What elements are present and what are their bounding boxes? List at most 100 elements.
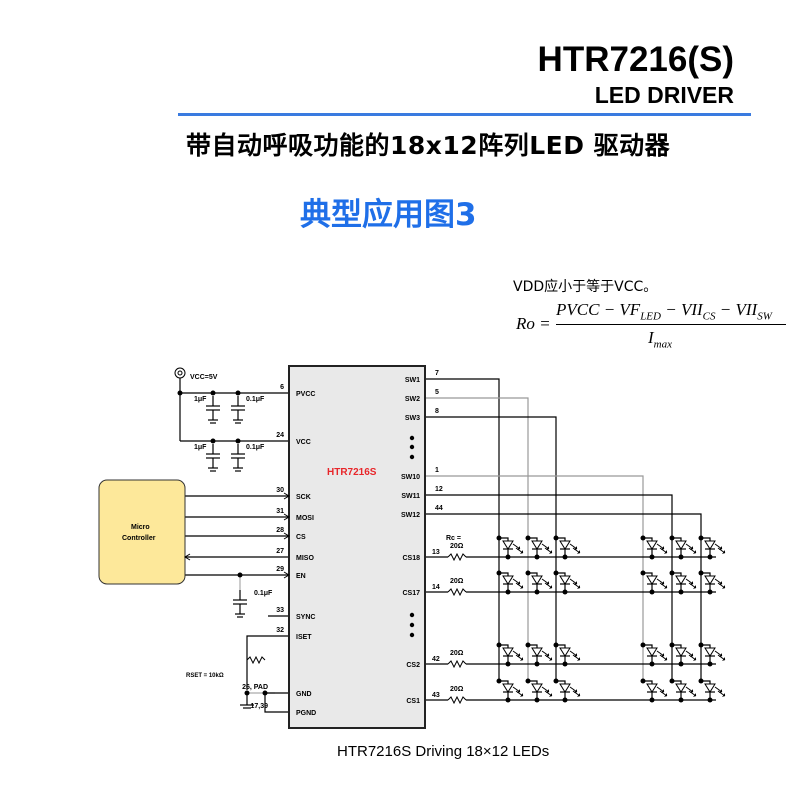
arrow-icon xyxy=(283,571,290,579)
pin-number: 28 xyxy=(276,527,284,534)
pin-label-en: EN xyxy=(296,573,306,580)
led-icon xyxy=(531,683,543,693)
wire xyxy=(499,572,509,576)
junction-dot xyxy=(669,642,675,648)
resistor-value-label: 20Ω xyxy=(450,543,464,550)
arrow-head xyxy=(664,585,667,589)
arrow-head xyxy=(722,550,725,554)
led-icon xyxy=(502,683,514,693)
arrow-head xyxy=(577,585,580,589)
arrow-head xyxy=(690,546,693,550)
junction-dot xyxy=(553,570,559,576)
arrow-icon xyxy=(184,553,191,561)
capacitor-label: 0.1μF xyxy=(254,590,273,597)
arrow-icon xyxy=(283,492,290,500)
junction-dot xyxy=(698,678,704,684)
resistor-value-label: 20Ω xyxy=(450,650,464,657)
arrow-head xyxy=(577,657,580,661)
junction-dot xyxy=(649,589,655,595)
arrow-head xyxy=(520,585,523,589)
arrow-head xyxy=(664,550,667,554)
arrow-head xyxy=(574,689,577,693)
pin-number: 26, PAD xyxy=(242,684,268,691)
formula-denominator: Imax xyxy=(648,328,672,351)
arrow-head xyxy=(520,657,523,661)
arrow-head xyxy=(693,550,696,554)
led-icon xyxy=(704,575,716,585)
led-icon xyxy=(704,647,716,657)
figure-title: 典型应用图3 xyxy=(300,197,477,233)
pin-number: 17,39 xyxy=(250,703,268,710)
pin-label-cs18: CS18 xyxy=(402,555,420,562)
junction-dot xyxy=(562,554,568,560)
wire xyxy=(425,475,644,680)
led-icon xyxy=(559,575,571,585)
pin-label-sck: SCK xyxy=(296,494,311,501)
led-icon xyxy=(646,540,658,550)
chip-name: HTR7216S xyxy=(327,467,377,478)
pin-number: 29 xyxy=(276,566,284,573)
pin-label-cs1: CS1 xyxy=(406,698,420,705)
led-emission-arrows xyxy=(512,578,524,589)
pin-number: 32 xyxy=(276,627,284,634)
junction-dot xyxy=(640,570,646,576)
led-icon xyxy=(502,575,514,585)
junction-dot xyxy=(235,390,241,396)
arrow-head xyxy=(690,653,693,657)
junction-dot xyxy=(553,642,559,648)
led-emission-arrows xyxy=(714,686,726,697)
resistor-icon xyxy=(447,587,467,597)
pin-number: 30 xyxy=(276,487,284,494)
junction-dot xyxy=(562,661,568,667)
resistor-icon xyxy=(447,659,467,669)
wire xyxy=(672,680,682,684)
pin-label-cs17: CS17 xyxy=(402,590,420,597)
junction-dot xyxy=(678,697,684,703)
pin-label-mosi: MOSI xyxy=(296,515,314,522)
junction-dot xyxy=(669,678,675,684)
rc-label: Rc = xyxy=(446,535,461,542)
wire xyxy=(643,572,653,576)
wire xyxy=(556,537,566,541)
led-emission-arrows xyxy=(541,686,553,697)
arrow-icon xyxy=(283,532,290,540)
junction-dot xyxy=(640,642,646,648)
junction-dot xyxy=(496,678,502,684)
pin-number: 6 xyxy=(280,384,284,391)
wire xyxy=(425,378,500,680)
led-emission-arrows xyxy=(569,543,581,554)
arrow-head xyxy=(664,693,667,697)
junction-dot xyxy=(409,435,415,441)
wire xyxy=(672,537,682,541)
led-icon xyxy=(675,647,687,657)
arrow-head xyxy=(722,585,725,589)
led-emission-arrows xyxy=(714,578,726,589)
pin-number: 27 xyxy=(276,548,284,555)
led-icon xyxy=(675,540,687,550)
junction-dot xyxy=(698,535,704,541)
junction-dot xyxy=(562,697,568,703)
part-number-title: HTR7216(S) xyxy=(537,40,734,79)
pin-number: 8 xyxy=(435,408,439,415)
junction-dot xyxy=(525,678,531,684)
led-emission-arrows xyxy=(685,650,697,661)
led-emission-arrows xyxy=(541,578,553,589)
led-icon xyxy=(646,647,658,657)
supply-label: VCC=5V xyxy=(190,374,218,381)
pin-number: 14 xyxy=(432,584,440,591)
pin-label-cs2: CS2 xyxy=(406,662,420,669)
led-icon xyxy=(704,540,716,550)
formula-numerator: PVCC − VFLED − VIICS − VIISW xyxy=(556,300,772,323)
vdd-note: VDD应小于等于VCC。 xyxy=(513,279,658,295)
junction-dot xyxy=(237,572,243,578)
pin-label-cs: CS xyxy=(296,534,306,541)
pin-label-sw11: SW11 xyxy=(401,493,420,500)
arrow-head xyxy=(722,693,725,697)
arrow-head xyxy=(661,689,664,693)
arrow-head xyxy=(546,653,549,657)
capacitor-label: 0.1μF xyxy=(246,444,265,451)
junction-dot xyxy=(678,589,684,595)
pin-label-sw10: SW10 xyxy=(401,474,420,481)
arrow-head xyxy=(693,693,696,697)
